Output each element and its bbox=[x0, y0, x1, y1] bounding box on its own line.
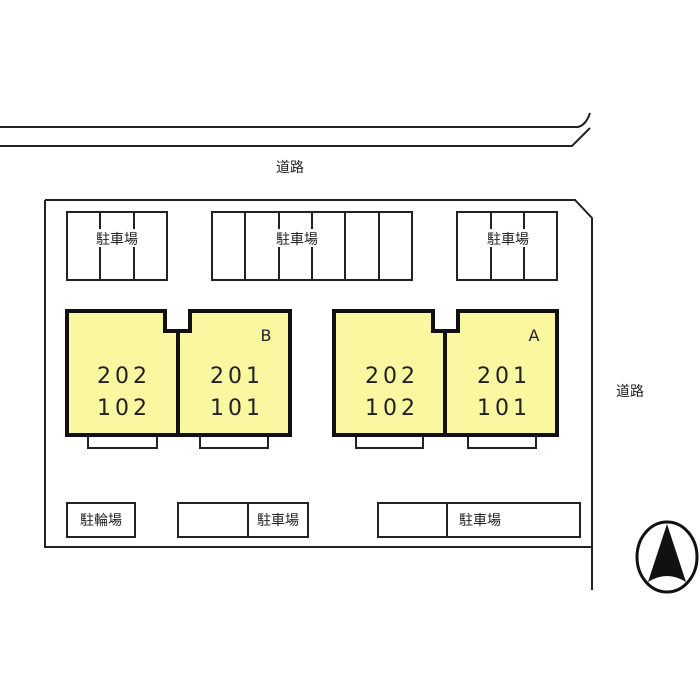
unit-number: 202 bbox=[365, 364, 419, 389]
parking-label: 駐車場 bbox=[487, 231, 529, 248]
parking-label: 駐車場 bbox=[96, 231, 138, 248]
unit-number: 102 bbox=[365, 396, 419, 421]
parking-top-left: 駐車場 bbox=[66, 211, 168, 281]
top-road: 道路 bbox=[0, 112, 591, 176]
north-arrow-icon bbox=[635, 520, 699, 594]
unit-number: 101 bbox=[477, 396, 531, 421]
unit-number: 102 bbox=[97, 396, 151, 421]
parking-top-center: 駐車場 bbox=[211, 211, 413, 281]
site-boundary bbox=[44, 199, 593, 590]
unit-number: 201 bbox=[477, 364, 531, 389]
right-road-label: 道路 bbox=[616, 384, 644, 400]
unit-number: 101 bbox=[210, 396, 264, 421]
bicycle-parking: 駐輪場 bbox=[66, 502, 136, 538]
parking-label: 駐車場 bbox=[459, 512, 501, 529]
building-b: B 202 102 201 101 bbox=[65, 309, 292, 449]
top-road-label: 道路 bbox=[276, 160, 304, 176]
parking-bottom-center: 駐車場 bbox=[177, 502, 309, 538]
parking-top-right: 駐車場 bbox=[456, 211, 558, 281]
building-label: A bbox=[529, 326, 540, 345]
parking-label: 駐車場 bbox=[257, 512, 299, 529]
unit-number: 201 bbox=[210, 364, 264, 389]
unit-number: 202 bbox=[97, 364, 151, 389]
bicycle-parking-label: 駐輪場 bbox=[80, 512, 122, 529]
parking-bottom-right: 駐車場 bbox=[377, 502, 581, 538]
building-label: B bbox=[261, 326, 272, 345]
parking-label: 駐車場 bbox=[276, 231, 318, 248]
building-a: A 202 102 201 101 bbox=[332, 309, 559, 449]
